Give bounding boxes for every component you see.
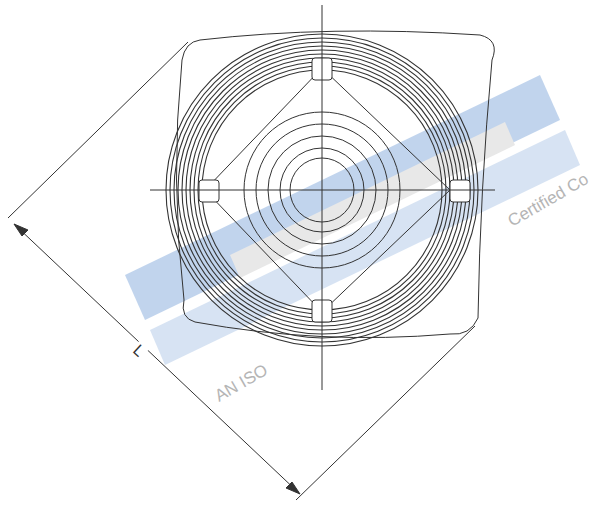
center-line bbox=[322, 5, 323, 390]
dimension-line bbox=[14, 224, 300, 494]
arrowhead bbox=[286, 482, 300, 494]
extension-line bbox=[8, 42, 188, 218]
extension-line bbox=[296, 326, 475, 500]
watermark-text: AN ISO bbox=[212, 361, 270, 405]
center-line bbox=[150, 190, 495, 191]
valve-body bbox=[176, 31, 494, 338]
arrowhead bbox=[14, 224, 28, 236]
dimension-label: L bbox=[128, 340, 150, 362]
